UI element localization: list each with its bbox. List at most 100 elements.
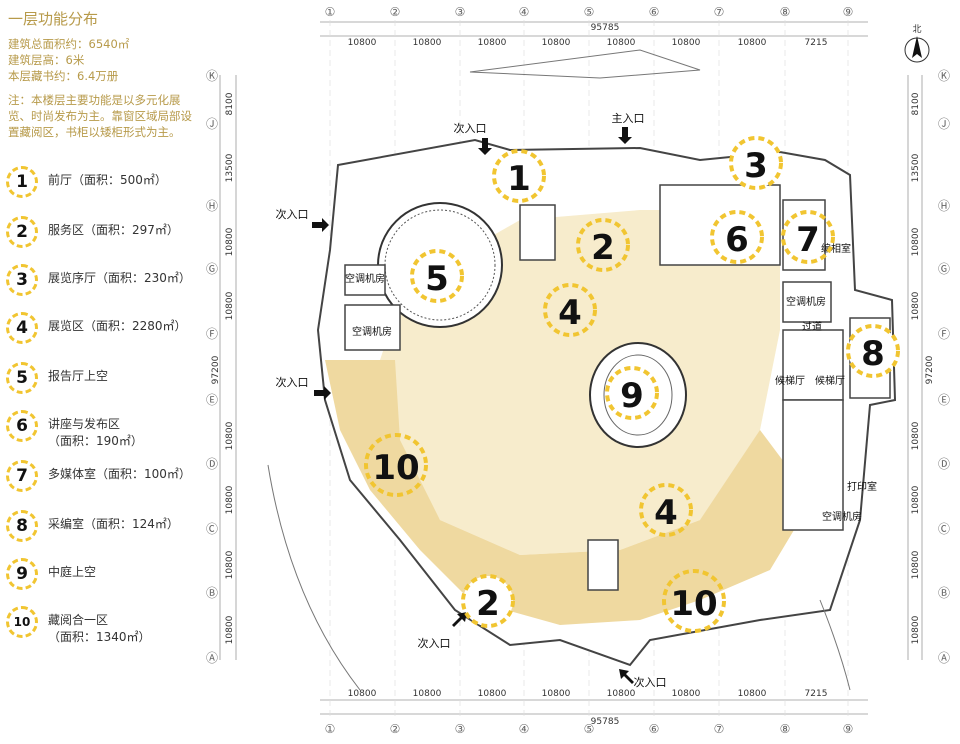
segment-dimension: 13500 [911, 153, 921, 182]
stat-books: 本层藏书约：6.4万册 [8, 69, 119, 83]
segment-dimension: 10800 [225, 615, 235, 644]
axis-label: ④ [519, 5, 530, 19]
axis-label: ⑨ [843, 722, 854, 736]
zone-number: 8 [861, 334, 885, 374]
stair-core-bottom [587, 539, 619, 591]
segment-dimension: 10800 [225, 421, 235, 450]
zone-marker: 4 [639, 483, 693, 537]
legend-label-area: （面积：1340㎡） [48, 630, 151, 644]
axis-label: ⑦ [714, 5, 725, 19]
legend-label: 采编室（面积：124㎡） [48, 517, 179, 531]
legend-number: 10 [6, 606, 38, 638]
stair-core-top [519, 204, 556, 261]
axis-label: ② [390, 722, 401, 736]
arrow-icon [618, 127, 632, 144]
segment-dimension: 10800 [542, 689, 571, 699]
segment-dimension: 10800 [478, 689, 507, 699]
left-wing-curve [267, 464, 361, 691]
room-label: 候梯厅 [815, 374, 845, 387]
core-right [782, 399, 844, 531]
axis-label: Ⓒ [938, 522, 950, 536]
legend-title: 一层功能分布 [8, 10, 99, 28]
segment-dimension: 10800 [738, 38, 767, 48]
legend-note: 注：本楼层主要功能是以多元化展览、时尚发布为主。靠窗区域局部设置藏阅区，书柜以矮… [8, 93, 192, 139]
zone-marker: 5 [410, 249, 464, 303]
arrow-icon [452, 612, 467, 627]
segment-dimension: 10800 [738, 689, 767, 699]
segment-dimension: 10800 [413, 689, 442, 699]
axis-label: Ⓙ [938, 117, 950, 131]
axis-label: ① [325, 722, 336, 736]
axis-label: ⑤ [584, 5, 595, 19]
zone-marker: 6 [710, 210, 764, 264]
axis-label: ② [390, 5, 401, 19]
segment-dimension: 10800 [225, 227, 235, 256]
zone-marker: 7 [781, 210, 835, 264]
zone-markers: 1 2 3 4 5 6 7 8 9 10 4 2 10 [364, 136, 900, 633]
legend-number: 3 [6, 264, 38, 296]
segment-dimension: 10800 [225, 485, 235, 514]
segment-dimension: 8100 [911, 92, 921, 115]
hvac-room-left [344, 304, 401, 351]
legend-number: 6 [6, 410, 38, 442]
segment-dimension: 10800 [225, 291, 235, 320]
legend-label: 中庭上空 [48, 565, 97, 579]
legend-label: 报告厅上空 [48, 369, 109, 383]
axis-label: Ⓕ [938, 327, 950, 341]
legend-label: 藏阅合一区 [48, 613, 109, 627]
zone-number: 10 [372, 448, 419, 488]
room-label: 候梯厅 [775, 374, 805, 387]
legend-panel: 一层功能分布 建筑总面积约：6540㎡ 建筑层高：6米 本层藏书约：6.4万册 … [0, 0, 200, 740]
stat-area: 建筑总面积约：6540㎡ [8, 37, 130, 51]
segment-dimension: 10800 [607, 689, 636, 699]
entrance-label: 次入口 [276, 207, 309, 221]
zone-marker: 2 [576, 218, 630, 272]
zone-number: 9 [620, 376, 644, 416]
axis-label: ① [325, 5, 336, 19]
atrium-void [589, 342, 687, 448]
hvac-room-right [782, 281, 832, 323]
axis-label: ⑤ [584, 722, 595, 736]
room-label: 空调机房 [822, 510, 862, 523]
entrance-labels: 次入口 主入口 次入口 次入口 次入口 次入口 [276, 112, 667, 689]
axis-label: Ⓒ [206, 522, 218, 536]
room-label: 过道 [802, 320, 822, 333]
axis-label: Ⓖ [206, 262, 218, 276]
lecture-room [659, 184, 781, 266]
axis-label: Ⓑ [938, 586, 950, 600]
arrow-icon [312, 218, 329, 232]
zone-number: 6 [725, 220, 749, 260]
segment-dimension: 10800 [672, 689, 701, 699]
zone-number: 2 [591, 228, 615, 268]
total-side-dimension: 97200 [925, 355, 935, 384]
axis-label: ⑦ [714, 722, 725, 736]
bottom-axis-labels: ① ② ③ ④ ⑤ ⑥ ⑦ ⑧ ⑨ [325, 722, 854, 736]
segment-dimension: 10800 [478, 38, 507, 48]
bottom-dimensions: 95785 10800 10800 10800 10800 10800 1080… [348, 689, 828, 727]
segment-dimension: 10800 [348, 689, 377, 699]
room-label: 空调机房 [786, 295, 826, 308]
legend-label: 服务区（面积：297㎡） [48, 223, 179, 237]
axis-label: Ⓓ [938, 457, 950, 471]
zone-number: 10 [670, 584, 717, 624]
zone-number: 3 [744, 146, 768, 186]
zone-number: 4 [654, 493, 678, 533]
legend-number: 7 [6, 460, 38, 492]
segment-dimension: 8100 [225, 92, 235, 115]
zone-number: 4 [558, 293, 582, 333]
legend-label: 前厅（面积：500㎡） [48, 173, 167, 187]
arrow-icon [619, 669, 634, 684]
canopy [469, 49, 701, 79]
segment-dimension: 10800 [225, 550, 235, 579]
zone-marker: 3 [729, 136, 783, 190]
zone-number: 5 [425, 259, 449, 299]
legend-number: 2 [6, 216, 38, 248]
axis-label: ⑧ [780, 5, 791, 19]
elevator-lobby [782, 329, 844, 401]
axis-label: ③ [455, 722, 466, 736]
zone-number: 2 [476, 584, 500, 624]
segment-dimension: 10800 [911, 421, 921, 450]
segment-dimension: 10800 [911, 291, 921, 320]
zone-marker: 4 [543, 283, 597, 337]
axis-label: Ⓐ [206, 651, 218, 665]
